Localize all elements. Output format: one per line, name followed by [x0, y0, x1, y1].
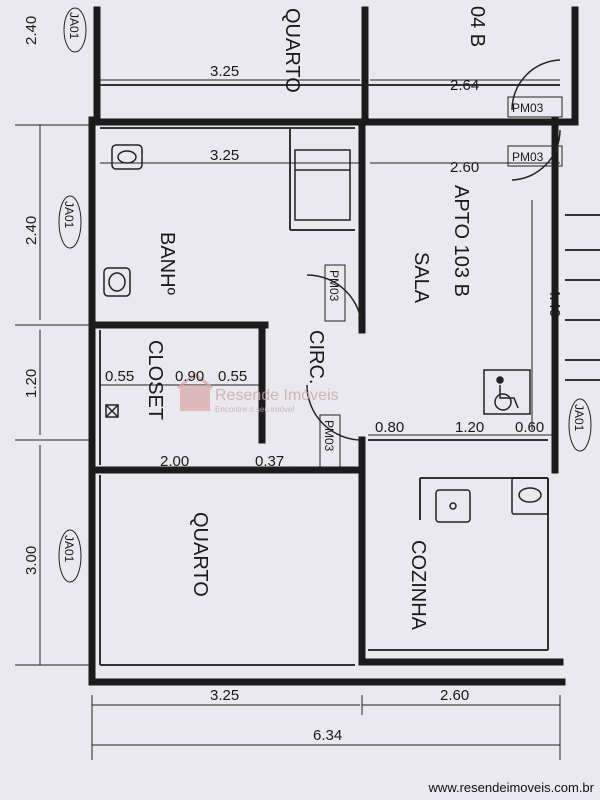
dimension-label: 2.60: [440, 687, 469, 704]
dimension-label: 0.55: [105, 368, 134, 385]
dimension-label: 0.80: [375, 419, 404, 436]
room-label-apto-top: 04 B: [466, 6, 488, 47]
room-label-closet: CLOSET: [144, 340, 166, 420]
dimension-label: 2.64: [450, 77, 479, 94]
duct-icon: [105, 404, 119, 418]
element-tags: JA01 JA01 JA01 JA01 PM03 PM03 PM03 PM03: [58, 7, 592, 583]
dimension-label: 6.34: [313, 727, 342, 744]
dimension-label: 3.25: [210, 687, 239, 704]
room-label-apto: APTO 103 B: [450, 185, 472, 297]
shower-box-icon: [294, 149, 351, 221]
tag-ja01: JA01: [63, 7, 87, 53]
svg-text:JA01: JA01: [67, 12, 81, 40]
dimension-label: 2.00: [160, 453, 189, 470]
house-logo-icon: [177, 372, 213, 411]
svg-text:PM03: PM03: [322, 420, 336, 452]
svg-text:PM03: PM03: [327, 270, 341, 302]
watermark-tagline: Encontre o seu imóvel: [215, 405, 294, 414]
dimension-label: 2.40: [23, 216, 40, 245]
dimension-label: 0.37: [255, 453, 284, 470]
watermark: Resende Imóveis Encontre o seu imóvel: [177, 372, 339, 414]
dimension-label: 3.25: [210, 63, 239, 80]
dimension-label: 1.20: [23, 369, 40, 398]
room-label-cozinha: COZINHA: [407, 540, 429, 631]
tag-ja01: JA01: [58, 195, 82, 249]
toilet-icon: [111, 144, 143, 170]
svg-text:JA01: JA01: [62, 535, 76, 563]
room-label-quarto-top: QUARTO: [281, 8, 303, 93]
dimension-label: 2.60: [450, 159, 479, 176]
tag-ja01: JA01: [568, 398, 592, 452]
room-label-quarto: QUARTO: [189, 512, 211, 597]
tag-pm03: PM03: [507, 96, 563, 118]
dimension-label: 0.55: [218, 368, 247, 385]
svg-text:PM03: PM03: [512, 150, 544, 164]
tag-pm03: PM03: [507, 145, 563, 167]
dimension-label: 3.25: [210, 147, 239, 164]
tag-pm03: PM03: [319, 414, 341, 472]
dimension-label: 0.90: [175, 368, 204, 385]
walls: [88, 6, 579, 686]
svg-text:PM03: PM03: [512, 101, 544, 115]
svg-text:JA01: JA01: [62, 201, 76, 229]
room-label-sala: SALA: [410, 252, 432, 304]
room-label-banho: BANHº: [156, 232, 178, 296]
tag-pm03: PM03: [324, 264, 346, 322]
dimension-label: 3.00: [23, 546, 40, 575]
dimension-labels: 3.25 2.64 3.25 2.60 2.40 2.40 1.20 3.00 …: [23, 16, 563, 744]
dimension-lines: [15, 79, 561, 760]
dimension-label: 4.40: [546, 288, 563, 317]
sink-icon: [103, 267, 131, 297]
kitchen-sink-icon: [435, 489, 471, 523]
wheelchair-accessible-icon: [483, 369, 531, 415]
dimension-label: 2.40: [23, 16, 40, 45]
website-footer: www.resendeimoveis.com.br: [428, 780, 595, 795]
dimension-label: 0.60: [515, 419, 544, 436]
stove-icon: [511, 477, 549, 515]
dimension-label: 1.20: [455, 419, 484, 436]
svg-text:JA01: JA01: [572, 404, 586, 432]
room-labels: QUARTO 04 B BANHº CLOSET QUARTO CIRC. AP…: [144, 6, 488, 631]
door-swings: [306, 59, 561, 441]
fixtures: [103, 144, 549, 523]
watermark-name: Resende Imóveis: [215, 387, 339, 404]
room-label-circ: CIRC.: [305, 330, 327, 384]
tag-ja01: JA01: [58, 529, 82, 583]
